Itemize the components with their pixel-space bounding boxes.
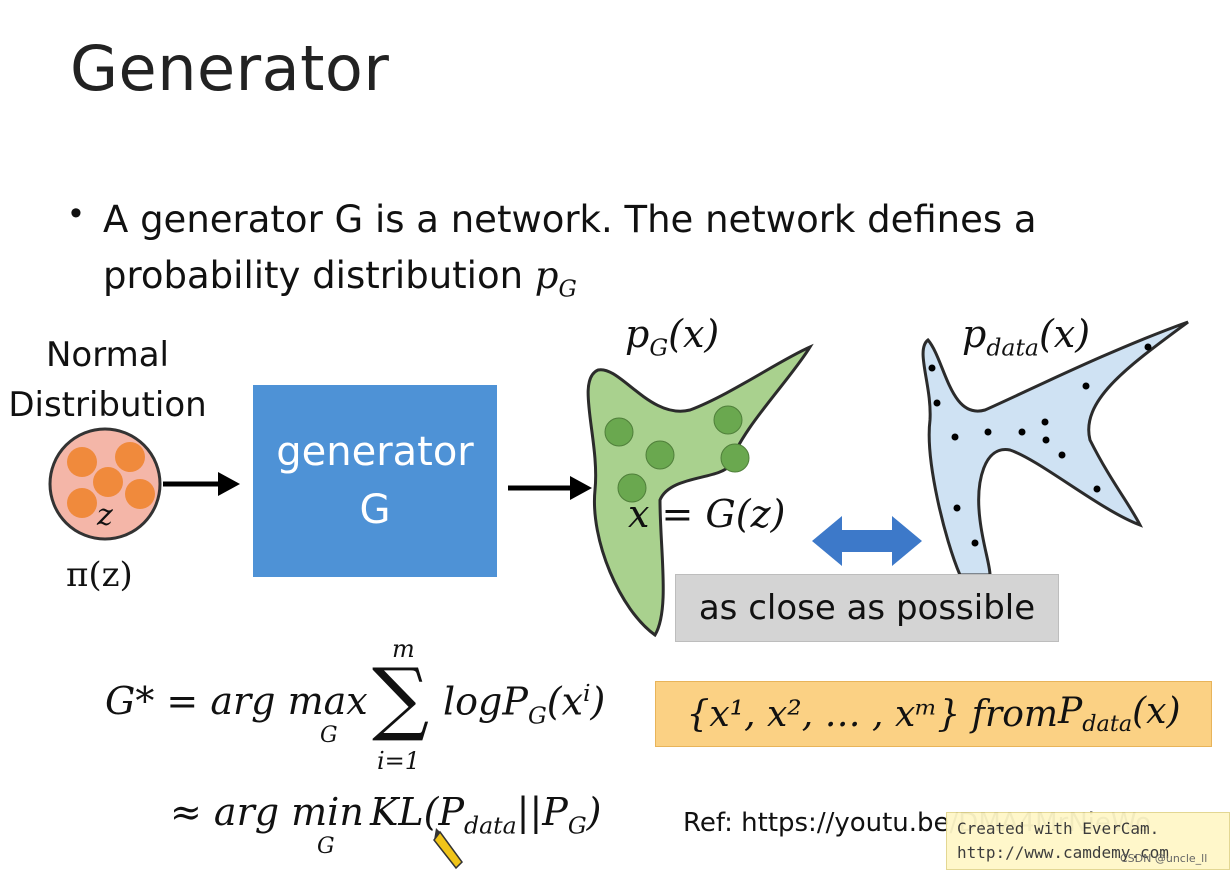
eq2-rhs: KL(Pdata||PG) <box>370 790 601 840</box>
normal-label-line1: Normal <box>45 335 170 375</box>
eq2-under: G <box>317 834 335 859</box>
pg-x-label-sub: G <box>649 333 669 362</box>
equation-argmin: ≈ arg min G KL(Pdata||PG) <box>170 790 650 870</box>
mapping-equation: x = G(z) <box>628 492 786 536</box>
pg-x-label-p: p <box>625 312 650 356</box>
eq1-rhs-sup: i <box>583 679 591 707</box>
samples-pdata-arg: (x) <box>1132 690 1181 732</box>
normal-distribution-circle <box>48 427 162 541</box>
eq1-rhs-sub: G <box>527 701 547 730</box>
pg-shape <box>586 343 814 638</box>
generator-box: generator G <box>253 385 497 577</box>
eq2-rhs-sub2: G <box>567 811 587 840</box>
watermark-line2: http://www.camdemy.com <box>957 843 1169 862</box>
bullet-text: A generator G is a network. The network … <box>103 192 1203 317</box>
eq1-lhs: G* = arg max <box>105 679 368 723</box>
z-variable: z <box>97 498 113 533</box>
bullet-line-1: A generator G is a network. The network … <box>103 198 1037 241</box>
pi-z-label: π(z) <box>66 555 133 595</box>
samples-set: {x¹, x², … , xᵐ} from <box>686 693 1059 735</box>
eq2-rhs-close: ) <box>586 790 602 834</box>
as-close-as-possible-box: as close as possible <box>675 574 1059 642</box>
eq2-rhs-main: KL(P <box>370 790 465 834</box>
pg-symbol: pG <box>534 254 577 302</box>
pdata-x-label: pdata(x) <box>962 312 1090 362</box>
pg-symbol-sub: G <box>558 276 577 303</box>
double-arrow <box>812 516 922 566</box>
eq1-rhs-close: ) <box>590 679 606 724</box>
pdata-x-label-sub: data <box>986 333 1039 362</box>
csdn-credit: CSDN @uncle_ll <box>1120 852 1208 865</box>
pg-x-label-arg: (x) <box>668 312 720 356</box>
arrow-to-pg <box>508 476 592 500</box>
generator-label: generator <box>276 429 474 475</box>
eq1-sum-bottom: i=1 <box>377 747 421 775</box>
arrow-to-generator <box>163 472 240 496</box>
pdata-samples <box>928 343 1152 547</box>
eq1-rhs-arg: (x <box>546 679 584 724</box>
pg-samples <box>604 405 750 503</box>
normal-label-line2: Distribution <box>8 385 207 425</box>
samples-box: {x¹, x², … , xᵐ} from Pdata(x) <box>655 681 1212 747</box>
bullet-line-2: probability distribution pG <box>103 248 1203 317</box>
pen-cursor-icon <box>433 828 463 870</box>
pg-x-label: pG(x) <box>625 312 719 362</box>
sum-symbol: ∑ <box>372 651 430 744</box>
eq2-rhs-sub1: data <box>464 811 517 840</box>
pdata-x-label-p: p <box>962 312 987 356</box>
eq1-under: G <box>320 723 338 748</box>
bullet-line-2-text: probability distribution <box>103 254 535 297</box>
eq2-rhs-mid: ||P <box>516 790 568 834</box>
pdata-shape <box>921 320 1189 577</box>
eq1-sum-top: m <box>392 635 415 663</box>
pdata-x-label-arg: (x) <box>1038 312 1091 356</box>
normal-distribution-label: Normal Distribution <box>0 330 215 430</box>
watermark-line1: Created with EverCam. <box>957 819 1160 838</box>
slide-title: Generator <box>70 32 390 105</box>
eq2-lhs: ≈ arg min <box>170 790 364 834</box>
evercam-watermark: Created with EverCam. http://www.camdemy… <box>946 812 1230 870</box>
bullet-marker: • <box>70 194 82 232</box>
samples-pdata-sub: data <box>1082 711 1133 738</box>
samples-pdata-p: P <box>1058 690 1083 732</box>
equation-argmax: G* = arg max G m ∑ i=1 logPG(xi) <box>105 635 645 775</box>
samples-pdata: Pdata(x) <box>1058 691 1181 737</box>
generator-symbol: G <box>359 487 391 533</box>
eq1-rhs: logPG(xi) <box>443 679 605 729</box>
eq1-rhs-main: logP <box>443 679 528 724</box>
pg-symbol-p: p <box>534 254 559 297</box>
